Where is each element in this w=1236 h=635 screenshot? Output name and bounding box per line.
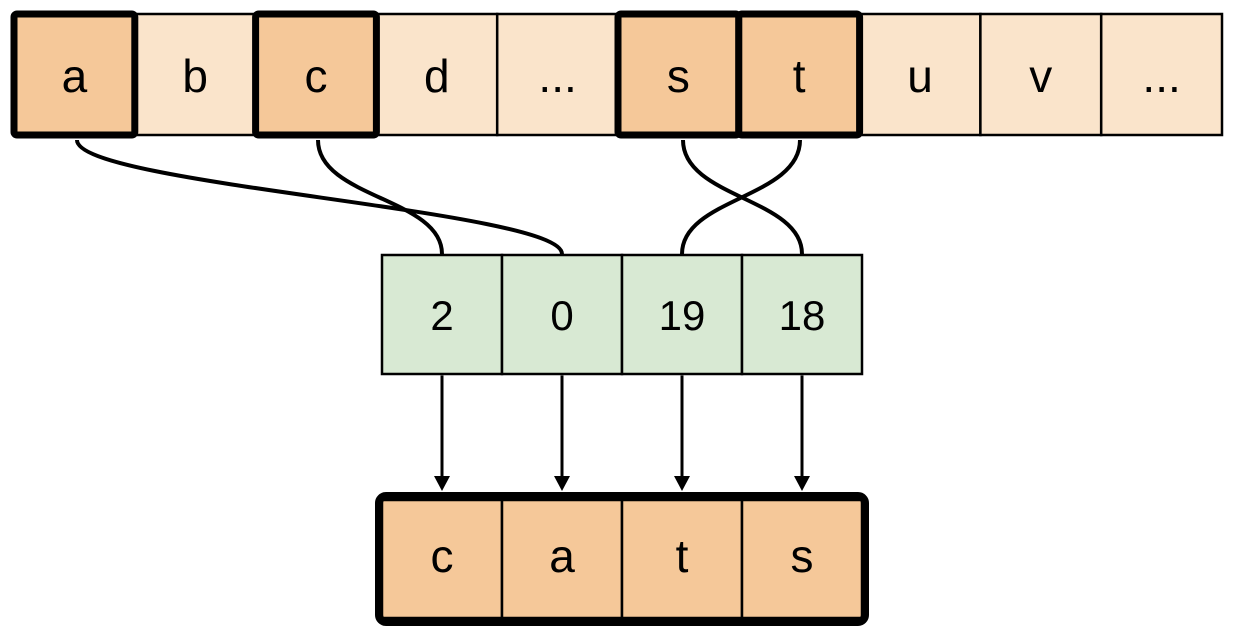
alphabet-cell-b (133, 12, 257, 137)
index-value: 18 (779, 292, 826, 339)
alphabet-label: b (182, 50, 208, 102)
arrow-head (554, 476, 570, 491)
alphabet-cell-t-highlighted (735, 10, 864, 139)
index-to-output-arrows (434, 375, 810, 491)
index-cell (740, 253, 864, 376)
connector-a-to-0 (75, 139, 564, 255)
index-value: 19 (659, 292, 706, 339)
alphabet-label: a (62, 50, 88, 102)
alphabet-label: d (424, 50, 450, 102)
output-row: c a t s (375, 492, 869, 626)
index-value: 0 (550, 292, 573, 339)
output-letter: s (791, 530, 814, 582)
alphabet-row: a b c d ... s t u v ... (10, 10, 1224, 139)
index-row: 2 0 19 18 (380, 253, 864, 376)
alphabet-label: ... (1142, 50, 1180, 102)
index-cell (620, 253, 744, 376)
alphabet-label: c (305, 50, 328, 102)
alphabet-cell-d (375, 12, 499, 137)
output-letter: t (676, 530, 689, 582)
connector-c-to-2 (316, 139, 444, 255)
alphabet-cell-a-highlighted (10, 10, 139, 139)
alphabet-cell-ellipsis-2 (1099, 12, 1224, 137)
alphabet-cell-c-highlighted (252, 10, 380, 139)
index-value: 2 (430, 292, 453, 339)
letter-to-index-connectors (75, 139, 804, 255)
arrow-head (674, 476, 690, 491)
arrow-head (434, 476, 450, 491)
alphabet-label: v (1029, 50, 1052, 102)
output-letter: a (549, 530, 575, 582)
alphabet-label: s (667, 50, 690, 102)
alphabet-cell-v (979, 12, 1103, 137)
alphabet-label: u (907, 50, 933, 102)
alphabet-label: t (793, 50, 806, 102)
output-row-frame (375, 492, 869, 626)
alphabet-cell-ellipsis-1 (495, 12, 620, 137)
connector-t-to-19 (680, 139, 802, 255)
index-cell (380, 253, 504, 376)
alphabet-label: ... (538, 50, 576, 102)
output-letter: c (431, 530, 454, 582)
arrow-head (794, 476, 810, 491)
